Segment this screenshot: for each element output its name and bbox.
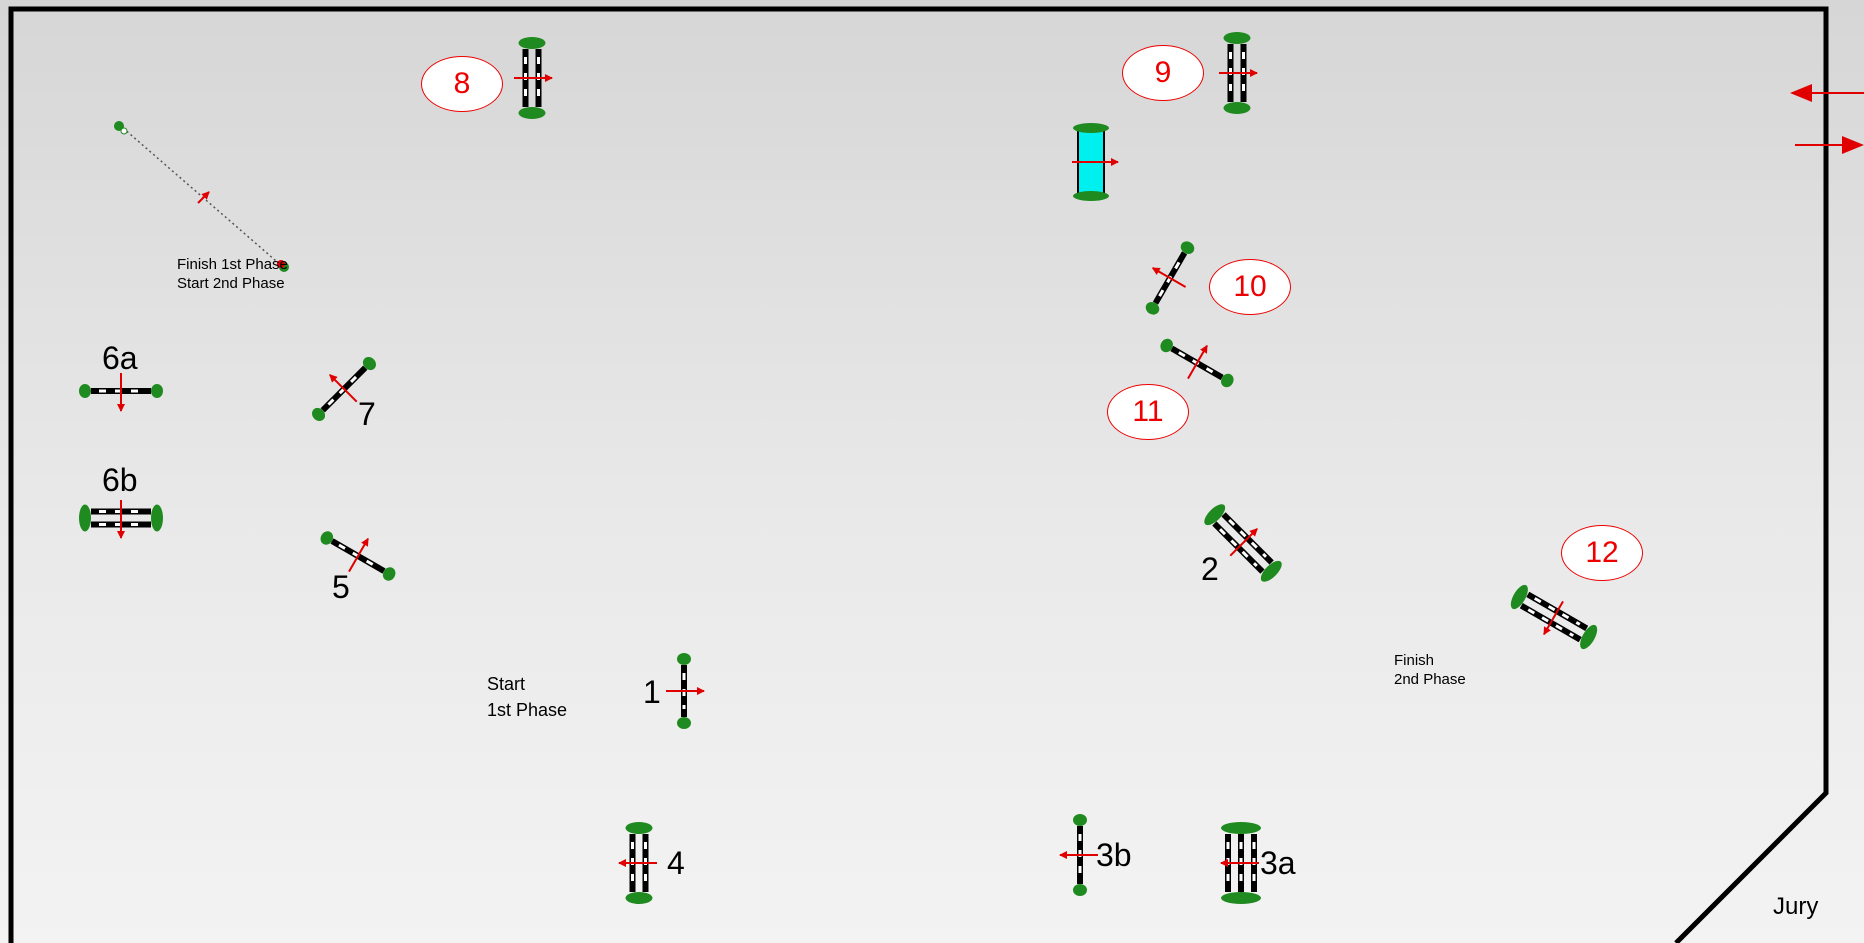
obstacle-7-label: 7 bbox=[358, 396, 376, 432]
water-tray bbox=[1072, 123, 1119, 201]
jump-7-direction-arrow bbox=[329, 374, 358, 403]
phase-direction-arrow bbox=[197, 191, 210, 204]
obstacle-2-label: 2 bbox=[1201, 551, 1219, 587]
obstacle-9-oval: 9 bbox=[1122, 45, 1204, 101]
jump-2-direction-arrow bbox=[1229, 528, 1258, 557]
obstacle-1-label: 1 bbox=[643, 674, 661, 710]
obstacle-11-oval: 11 bbox=[1107, 384, 1189, 440]
phase-flag-start bbox=[114, 121, 128, 135]
obstacle-10-oval: 10 bbox=[1209, 259, 1291, 315]
obstacle-4-label: 4 bbox=[667, 845, 685, 881]
jump-5-direction-arrow bbox=[348, 537, 369, 573]
obstacle-6b-label: 6b bbox=[102, 462, 138, 498]
jury-label: Jury bbox=[1773, 893, 1819, 920]
jump-10-direction-arrow bbox=[1151, 267, 1187, 288]
obstacle-12-oval: 12 bbox=[1561, 525, 1643, 581]
arena-border bbox=[8, 6, 1829, 943]
finish-1st-phase-label: Finish 1st Phase Start 2nd Phase bbox=[177, 256, 288, 292]
jump-11-direction-arrow bbox=[1187, 344, 1208, 380]
obstacle-6a-label: 6a bbox=[102, 340, 138, 376]
start-1st-phase-label: Start 1st Phase bbox=[487, 674, 568, 720]
obstacle-3b-label: 3b bbox=[1096, 837, 1132, 873]
jump-12-direction-arrow bbox=[1543, 600, 1564, 636]
finish-2nd-phase-label: Finish 2nd Phase bbox=[1394, 652, 1466, 688]
phase-flag-end bbox=[277, 260, 289, 272]
obstacle-3a-label: 3a bbox=[1260, 845, 1296, 881]
obstacle-8-oval: 8 bbox=[421, 56, 503, 112]
obstacle-5-label: 5 bbox=[332, 569, 350, 605]
